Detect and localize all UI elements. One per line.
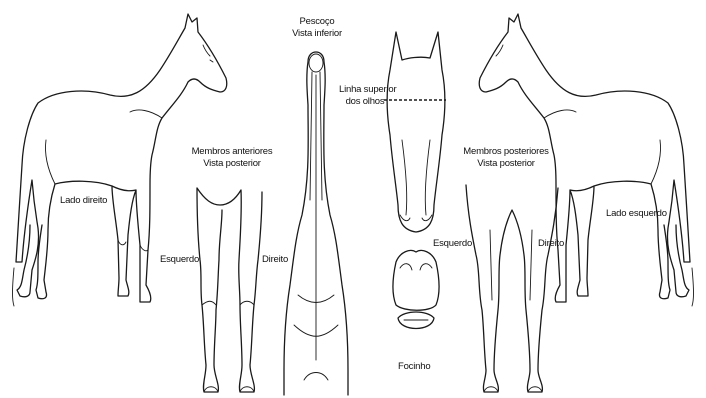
label-hindlimb-left: Esquerdo xyxy=(433,238,472,250)
label-hindlimbs-title: Membros posteriores Vista posterior xyxy=(456,146,556,170)
label-hindlimbs-title-line1: Membros posteriores xyxy=(456,146,556,158)
label-muzzle: Focinho xyxy=(398,361,430,373)
label-neck-title-line1: Pescoço xyxy=(283,16,351,28)
label-left-side: Lado esquerdo xyxy=(606,208,667,220)
label-eye-line-line1: Linha superior xyxy=(339,84,396,96)
label-hindlimbs-title-line2: Vista posterior xyxy=(456,158,556,170)
head-front-drawing xyxy=(384,32,446,232)
label-neck-title-line2: Vista inferior xyxy=(283,28,351,40)
hindlimbs-drawing xyxy=(466,185,558,392)
label-eye-line-line2: dos olhos xyxy=(339,96,391,108)
label-hindlimb-right: Direito xyxy=(538,238,564,250)
label-forelimbs-title: Membros anteriores Vista posterior xyxy=(186,146,278,170)
label-forelimbs-title-line1: Membros anteriores xyxy=(186,146,278,158)
label-forelimbs-title-line2: Vista posterior xyxy=(186,158,278,170)
label-right-side: Lado direito xyxy=(60,195,107,207)
label-forelimb-right: Direito xyxy=(262,254,288,266)
label-eye-line: Linha superior dos olhos xyxy=(339,84,396,108)
label-neck-title: Pescoço Vista inferior xyxy=(283,16,351,40)
forelimbs-drawing xyxy=(197,188,262,392)
label-forelimb-left: Esquerdo xyxy=(160,254,199,266)
muzzle-drawing xyxy=(393,250,439,328)
